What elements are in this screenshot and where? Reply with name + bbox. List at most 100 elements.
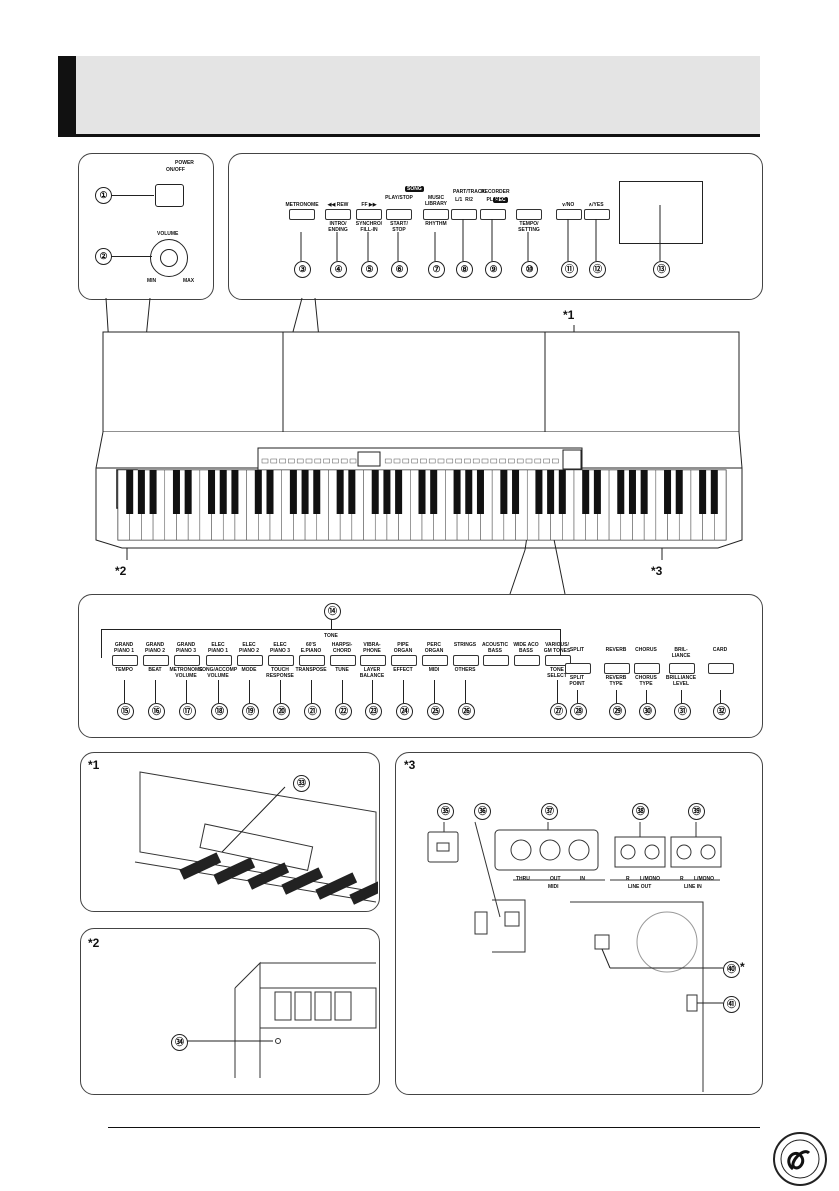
panel-mini-button xyxy=(552,458,559,464)
panel-mini-button xyxy=(393,458,401,464)
line-in-lmono-label: L/MONO xyxy=(694,876,714,882)
tone-label-5: ELEC PIANO 2 xyxy=(238,642,259,654)
panel-mini-button xyxy=(428,458,436,464)
detail1-star: *1 xyxy=(88,758,100,772)
tone-label-6: ELEC PIANO 3 xyxy=(269,642,290,654)
ff-button[interactable] xyxy=(356,209,382,220)
panel-mini-button xyxy=(411,458,418,464)
tone-button-6[interactable] xyxy=(268,655,294,666)
callout-tone-4: ⑱ xyxy=(211,703,228,720)
callout-leader xyxy=(311,680,312,703)
black-key xyxy=(640,470,648,514)
callout-13: ⑬ xyxy=(653,261,670,278)
tone-button-12[interactable] xyxy=(453,655,479,666)
panel-mini-button xyxy=(296,458,304,464)
top-btn-8-bottom: TEMPO/ SETTING xyxy=(518,221,540,233)
tone-button-15[interactable] xyxy=(545,655,571,666)
tone-button-14[interactable] xyxy=(514,655,540,666)
recorder-play-button[interactable] xyxy=(480,209,506,220)
callout-14: ⑭ xyxy=(324,603,341,620)
callout-leader xyxy=(155,680,156,703)
callout-leader xyxy=(616,690,617,703)
power-volume-panel xyxy=(78,153,214,300)
callout-34: ㉞ xyxy=(171,1034,188,1051)
volume-max-label: MAX xyxy=(183,278,195,284)
right-button-2[interactable] xyxy=(604,663,630,674)
tone-button-3[interactable] xyxy=(174,655,200,666)
tone-label-10: PIPE ORGAN xyxy=(393,642,413,654)
tone-button-8[interactable] xyxy=(330,655,356,666)
tone-label-14: WIDE ACO BASS xyxy=(513,642,539,654)
callout-3: ③ xyxy=(294,261,311,278)
tone-button-10[interactable] xyxy=(391,655,417,666)
tone-label-11: PERC ORGAN xyxy=(424,642,444,654)
panel-mini-button xyxy=(437,458,445,464)
tone-func-label-2: BEAT xyxy=(148,667,162,673)
tone-button-1[interactable] xyxy=(112,655,138,666)
line-out-label: LINE OUT xyxy=(628,884,652,890)
black-key xyxy=(213,857,256,885)
tone-button-4[interactable] xyxy=(206,655,232,666)
part-track-button[interactable] xyxy=(451,209,477,220)
black-key xyxy=(126,470,134,514)
black-key xyxy=(348,470,356,514)
right-func-label-4: BRILLIANCE LEVEL xyxy=(665,675,697,687)
black-key xyxy=(179,852,222,880)
black-key xyxy=(289,470,297,514)
panel-mini-button xyxy=(288,458,295,464)
black-key xyxy=(149,470,157,514)
tone-func-label-15: TONE SELECT xyxy=(547,667,567,679)
tone-label-13: ACOUSTIC BASS xyxy=(481,642,509,654)
recorder-label: RECORDER xyxy=(481,189,510,195)
tone-button-11[interactable] xyxy=(422,655,448,666)
metronome-button[interactable] xyxy=(289,209,315,220)
right-label-1: SPLIT xyxy=(569,647,585,653)
panel-mini-button xyxy=(420,458,427,464)
top-btn-1-top: METRONOME xyxy=(285,202,319,208)
callout-36: ㊱ xyxy=(474,803,491,820)
tone-button-2[interactable] xyxy=(143,655,169,666)
right-button-5[interactable] xyxy=(708,663,734,674)
right-label-2: REVERB xyxy=(605,647,627,653)
panel-mini-button xyxy=(455,458,462,464)
panel-mini-button xyxy=(464,458,471,464)
tone-button-7[interactable] xyxy=(299,655,325,666)
callout-leader xyxy=(720,690,721,703)
midi-label: MIDI xyxy=(548,884,559,890)
power-state-label: ON/OFF xyxy=(166,167,185,173)
black-key xyxy=(336,470,344,514)
no-button[interactable] xyxy=(556,209,582,220)
top-btn-4-top: PLAY/STOP xyxy=(385,195,413,201)
top-btn-4-bottom: START/ STOP xyxy=(390,221,408,233)
tone-label-1: GRAND PIANO 1 xyxy=(113,642,134,654)
music-library-button[interactable] xyxy=(423,209,449,220)
panel-mini-button xyxy=(332,458,339,464)
panel-mini-button xyxy=(446,458,454,464)
top-btn-2-top: ◀◀ REW xyxy=(327,202,349,208)
callout-right-3: ㉚ xyxy=(639,703,656,720)
black-key xyxy=(476,470,484,514)
midi-in-label: IN xyxy=(580,876,585,882)
callout-tone-1: ⑮ xyxy=(117,703,134,720)
black-key xyxy=(395,470,403,514)
yes-button[interactable] xyxy=(584,209,610,220)
callout-6: ⑥ xyxy=(391,261,408,278)
star-2-label: *2 xyxy=(115,564,127,578)
tone-button-9[interactable] xyxy=(360,655,386,666)
callout-40: ㊵ xyxy=(723,961,740,978)
right-button-4[interactable] xyxy=(669,663,695,674)
ac-note-star: * xyxy=(740,960,745,974)
play-stop-button[interactable] xyxy=(386,209,412,220)
right-button-3[interactable] xyxy=(634,663,660,674)
power-button[interactable] xyxy=(155,184,184,207)
tone-button-5[interactable] xyxy=(237,655,263,666)
callout-leader xyxy=(342,680,343,703)
top-btn-9-top: ∨/NO xyxy=(561,202,575,208)
black-key xyxy=(558,470,566,514)
tone-button-13[interactable] xyxy=(483,655,509,666)
right-button-1[interactable] xyxy=(565,663,591,674)
rew-button[interactable] xyxy=(325,209,351,220)
tempo-setting-button[interactable] xyxy=(516,209,542,220)
black-key xyxy=(208,470,216,514)
top-btn-10-top: ∧/YES xyxy=(588,202,604,208)
